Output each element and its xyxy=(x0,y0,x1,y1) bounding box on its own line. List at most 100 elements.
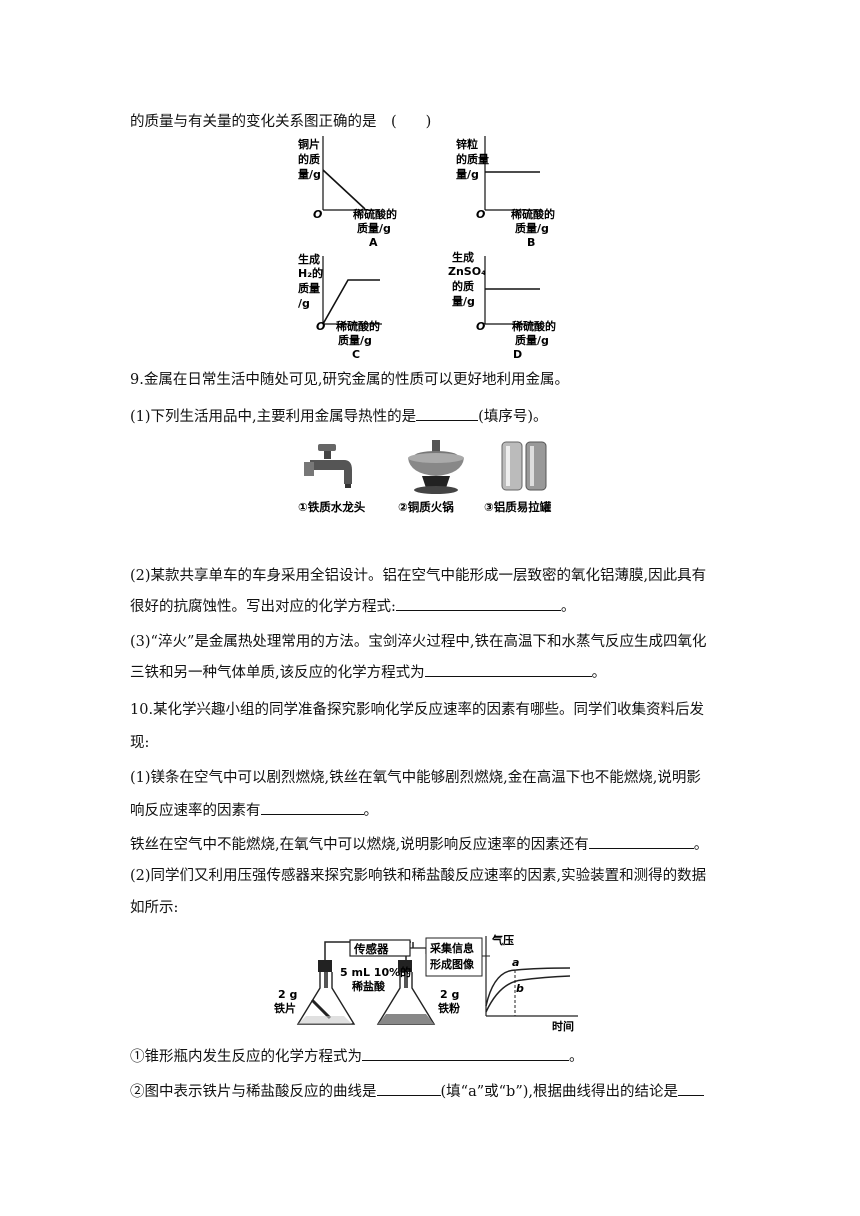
graph-c-origin: O xyxy=(316,320,325,333)
graph-d-origin: O xyxy=(476,320,485,333)
graph-a-xlabel-2: 质量/g xyxy=(357,221,391,235)
q9-2-text-1: (2)某款共享单车的车身采用全铝设计。铝在空气中能形成一层致密的氧化铝薄膜,因此… xyxy=(130,568,707,584)
q10-1-answer-blank-2[interactable] xyxy=(588,834,694,849)
q9-3-text-2: 三铁和另一种气体单质,该反应的化学方程式为 xyxy=(130,665,425,681)
q10-text-1: 10.某化学兴趣小组的同学准备探究影响化学反应速率的因素有哪些。同学们收集资料后… xyxy=(130,702,705,718)
pressure-graph: 气压 时间 a b xyxy=(485,933,578,1033)
graph-d-ylabel-3: 的质 xyxy=(452,279,474,293)
graph-b-ylabel-3: 量/g xyxy=(456,168,479,181)
graph-b-ylabel-2: 的质量 xyxy=(456,152,489,166)
q10-1-answer-blank-1[interactable] xyxy=(260,800,364,815)
time-axis-label: 时间 xyxy=(552,1019,574,1033)
graph-d-ylabel-1: 生成 xyxy=(452,250,474,264)
q9-2-answer-blank[interactable] xyxy=(395,596,561,611)
graph-c-ylabel-3: 质量 xyxy=(298,281,320,295)
question-10-2-2: ②图中表示铁片与稀盐酸反应的曲线是 (填“a”或“b”),根据曲线得出的结论是 xyxy=(130,1081,705,1102)
left-solid-label-1: 2 g xyxy=(278,988,297,1001)
q10-1-text-1: (1)镁条在空气中可以剧烈燃烧,铁丝在氧气中能够剧烈燃烧,金在高温下也不能燃烧,… xyxy=(130,770,701,786)
question-10-1-line-3: 铁丝在空气中不能燃烧,在氧气中可以燃烧,说明影响反应速率的因素还有 。 xyxy=(130,834,708,855)
graph-b-xlabel-1: 稀硫酸的 xyxy=(511,207,555,221)
q10-2-2-text: ②图中表示铁片与稀盐酸反应的曲线是 xyxy=(130,1084,377,1100)
graph-d-xlabel-2: 质量/g xyxy=(515,333,549,347)
q10-2-1-tail: 。 xyxy=(569,1049,584,1065)
right-solid-label-2: 铁粉 xyxy=(438,1001,460,1015)
q10-1-text-3: 铁丝在空气中不能燃烧,在氧气中可以燃烧,说明影响反应速率的因素还有 xyxy=(130,837,589,853)
graph-d-xlabel-1: 稀硫酸的 xyxy=(512,319,556,333)
question-stem-text: 的质量与有关量的变化关系图正确的是 ( ) xyxy=(130,114,432,130)
cans-icon xyxy=(501,441,547,491)
q9-2-text-2: 很好的抗腐蚀性。写出对应的化学方程式: xyxy=(130,599,396,615)
graph-d-letter: D xyxy=(513,348,522,361)
question-9-2-line-1: (2)某款共享单车的车身采用全铝设计。铝在空气中能形成一层致密的氧化铝薄膜,因此… xyxy=(130,566,706,586)
item-2-label: ②铜质火锅 xyxy=(398,500,454,514)
q10-2-text-1: (2)同学们又利用压强传感器来探究影响铁和稀盐酸反应速率的因素,实验装置和测得的… xyxy=(130,868,707,884)
question-9-text: 9.金属在日常生活中随处可见,研究金属的性质可以更好地利用金属。 xyxy=(130,372,569,388)
q9-1-answer-blank[interactable] xyxy=(416,406,479,421)
pressure-axis-label: 气压 xyxy=(491,933,514,947)
left-flask xyxy=(296,960,356,1025)
question-10-2-line-2: 如所示: xyxy=(130,898,178,918)
q10-text-2: 现: xyxy=(130,735,150,751)
question-stem-line: 的质量与有关量的变化关系图正确的是 ( ) xyxy=(130,112,431,132)
question-9-3-line-2: 三铁和另一种气体单质,该反应的化学方程式为 。 xyxy=(130,662,606,683)
graph-b-origin: O xyxy=(476,208,485,221)
q10-2-2-answer-blank-1[interactable] xyxy=(376,1081,441,1096)
faucet-icon xyxy=(304,444,352,488)
right-solid-label-1: 2 g xyxy=(440,988,459,1001)
graph-a-ylabel-2: 的质 xyxy=(298,152,320,166)
left-solid-label-2: 铁片 xyxy=(274,1001,296,1015)
hotpot-icon xyxy=(408,440,464,494)
graph-c-ylabel-4: /g xyxy=(298,297,310,310)
q10-2-2-answer-blank-2[interactable] xyxy=(678,1081,705,1096)
graph-d-ylabel-2: ZnSO₄ xyxy=(448,265,486,278)
q10-1-tail-1: 。 xyxy=(363,803,379,819)
curve-b-label: b xyxy=(516,982,524,995)
q9-2-tail: 。 xyxy=(560,599,576,615)
question-10-line-1: 10.某化学兴趣小组的同学准备探究影响化学反应速率的因素有哪些。同学们收集资料后… xyxy=(130,700,704,720)
graph-a: 铜片 的质 量/g O 稀硫酸的 质量/g A xyxy=(297,136,397,249)
question-10-1-line-2: 响反应速率的因素有 。 xyxy=(130,800,378,821)
q9-3-tail: 。 xyxy=(591,665,607,681)
collect-label-1: 采集信息 xyxy=(429,941,474,955)
item-1-label: ①铁质水龙头 xyxy=(298,500,366,514)
q9-1-text: (1)下列生活用品中,主要利用金属导热性的是 xyxy=(130,409,417,425)
metal-items-figure: ①铁质水龙头 ②铜质火锅 ③铝质易拉罐 xyxy=(298,440,552,514)
question-9-2-line-2: 很好的抗腐蚀性。写出对应的化学方程式: 。 xyxy=(130,596,575,617)
graph-b-ylabel-1: 锌粒 xyxy=(456,137,478,151)
graph-c-ylabel-1: 生成 xyxy=(298,252,320,266)
q10-2-2-tail: (填“a”或“b”),根据曲线得出的结论是 xyxy=(440,1084,679,1100)
graph-b-xlabel-2: 质量/g xyxy=(515,221,549,235)
q10-1-text-2: 响反应速率的因素有 xyxy=(130,803,261,819)
graph-d-ylabel-4: 量/g xyxy=(452,295,475,308)
graph-a-xlabel-1: 稀硫酸的 xyxy=(353,207,397,221)
question-9-1: (1)下列生活用品中,主要利用金属导热性的是 (填序号)。 xyxy=(130,406,547,427)
graph-a-origin: O xyxy=(313,208,322,221)
q10-2-text-2: 如所示: xyxy=(130,900,179,916)
q10-2-1-text: ①锥形瓶内发生反应的化学方程式为 xyxy=(130,1049,362,1065)
graph-a-ylabel-3: 量/g xyxy=(298,168,321,181)
graph-c-xlabel-2: 质量/g xyxy=(338,333,372,347)
q9-3-answer-blank[interactable] xyxy=(424,662,592,677)
question-10-2-line-1: (2)同学们又利用压强传感器来探究影响铁和稀盐酸反应速率的因素,实验装置和测得的… xyxy=(130,866,706,886)
collect-label-2: 形成图像 xyxy=(430,957,475,971)
q10-2-1-answer-blank[interactable] xyxy=(362,1046,569,1061)
graph-b: 锌粒 的质量 量/g O 稀硫酸的 质量/g B xyxy=(456,136,555,249)
graph-d: 生成 ZnSO₄ 的质 量/g O 稀硫酸的 质量/g D xyxy=(448,250,556,361)
question-9-3-line-1: (3)“淬火”是金属热处理常用的方法。宝剑淬火过程中,铁在高温下和水蒸气反应生成… xyxy=(130,632,706,652)
question-9-title: 9.金属在日常生活中随处可见,研究金属的性质可以更好地利用金属。 xyxy=(130,370,569,390)
sensor-label: 传感器 xyxy=(353,942,389,956)
acid-label-2: 稀盐酸 xyxy=(352,979,386,993)
q9-1-tail: (填序号)。 xyxy=(478,409,548,425)
graph-c-letter: C xyxy=(352,348,360,361)
q9-3-text-1: (3)“淬火”是金属热处理常用的方法。宝剑淬火过程中,铁在高温下和水蒸气反应生成… xyxy=(130,634,707,650)
q10-1-tail-2: 。 xyxy=(693,837,709,853)
question-10-line-2: 现: xyxy=(130,733,149,753)
graph-c-ylabel-2: H₂的 xyxy=(298,266,323,280)
graphs-abcd: 铜片 的质 量/g O 稀硫酸的 质量/g A 锌粒 的质量 量/g O 稀硫酸… xyxy=(297,136,556,361)
graph-c: 生成 H₂的 质量 /g O 稀硫酸的 质量/g C xyxy=(298,252,382,361)
item-3-label: ③铝质易拉罐 xyxy=(484,500,552,514)
graph-a-letter: A xyxy=(369,236,378,249)
question-10-1-line-1: (1)镁条在空气中可以剧烈燃烧,铁丝在氧气中能够剧烈燃烧,金在高温下也不能燃烧,… xyxy=(130,768,701,788)
graph-a-ylabel-1: 铜片 xyxy=(297,137,320,151)
question-10-2-1: ①锥形瓶内发生反应的化学方程式为 。 xyxy=(130,1046,584,1067)
